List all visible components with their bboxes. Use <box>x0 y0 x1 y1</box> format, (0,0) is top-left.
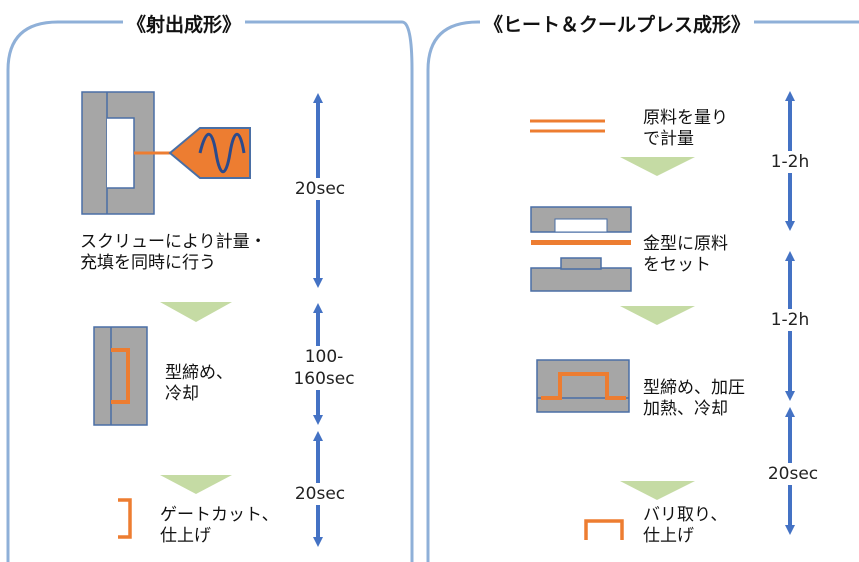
flow-arrow-1 <box>160 302 232 322</box>
screw-nozzle-icon <box>134 127 251 179</box>
left-time-2: 100- 160sec <box>288 346 360 390</box>
right-time-2: 1-2h <box>760 309 820 331</box>
right-panel-border <box>426 20 859 562</box>
flow-arrow-r1 <box>620 157 695 176</box>
right-panel-title: 《ヒート＆クールプレス成形》 <box>480 10 755 37</box>
left-step-1-label: スクリューにより計量・ 充填を同時に行う <box>80 232 267 273</box>
left-step-3-label: ゲートカット、 仕上げ <box>160 505 279 546</box>
left-panel-title: 《射出成形》 <box>123 10 246 37</box>
right-step-3-label: 型締め、加圧 加熱、冷却 <box>643 378 745 419</box>
right-time-3: 20sec <box>762 463 824 485</box>
open-mold-icon <box>530 206 632 292</box>
right-step-2-label: 金型に原料 をセット <box>643 234 728 275</box>
flow-arrow-2 <box>160 475 232 494</box>
clamped-mold-icon <box>93 326 148 426</box>
flow-arrow-r2 <box>620 306 695 325</box>
flow-arrow-r3 <box>620 481 695 500</box>
right-step-1-label: 原料を量り で計量 <box>643 108 728 149</box>
left-time-3: 20sec <box>290 483 350 505</box>
closed-mold-icon <box>536 359 630 413</box>
material-sheets-icon <box>530 119 605 133</box>
finished-part-r-icon <box>584 519 624 540</box>
left-time-1: 20sec <box>290 178 350 200</box>
right-time-1: 1-2h <box>760 151 820 173</box>
left-panel-border <box>6 20 414 562</box>
left-step-2-label: 型締め、 冷却 <box>165 363 233 404</box>
finished-part-icon <box>118 498 132 539</box>
right-step-4-label: バリ取り、 仕上げ <box>643 505 728 546</box>
